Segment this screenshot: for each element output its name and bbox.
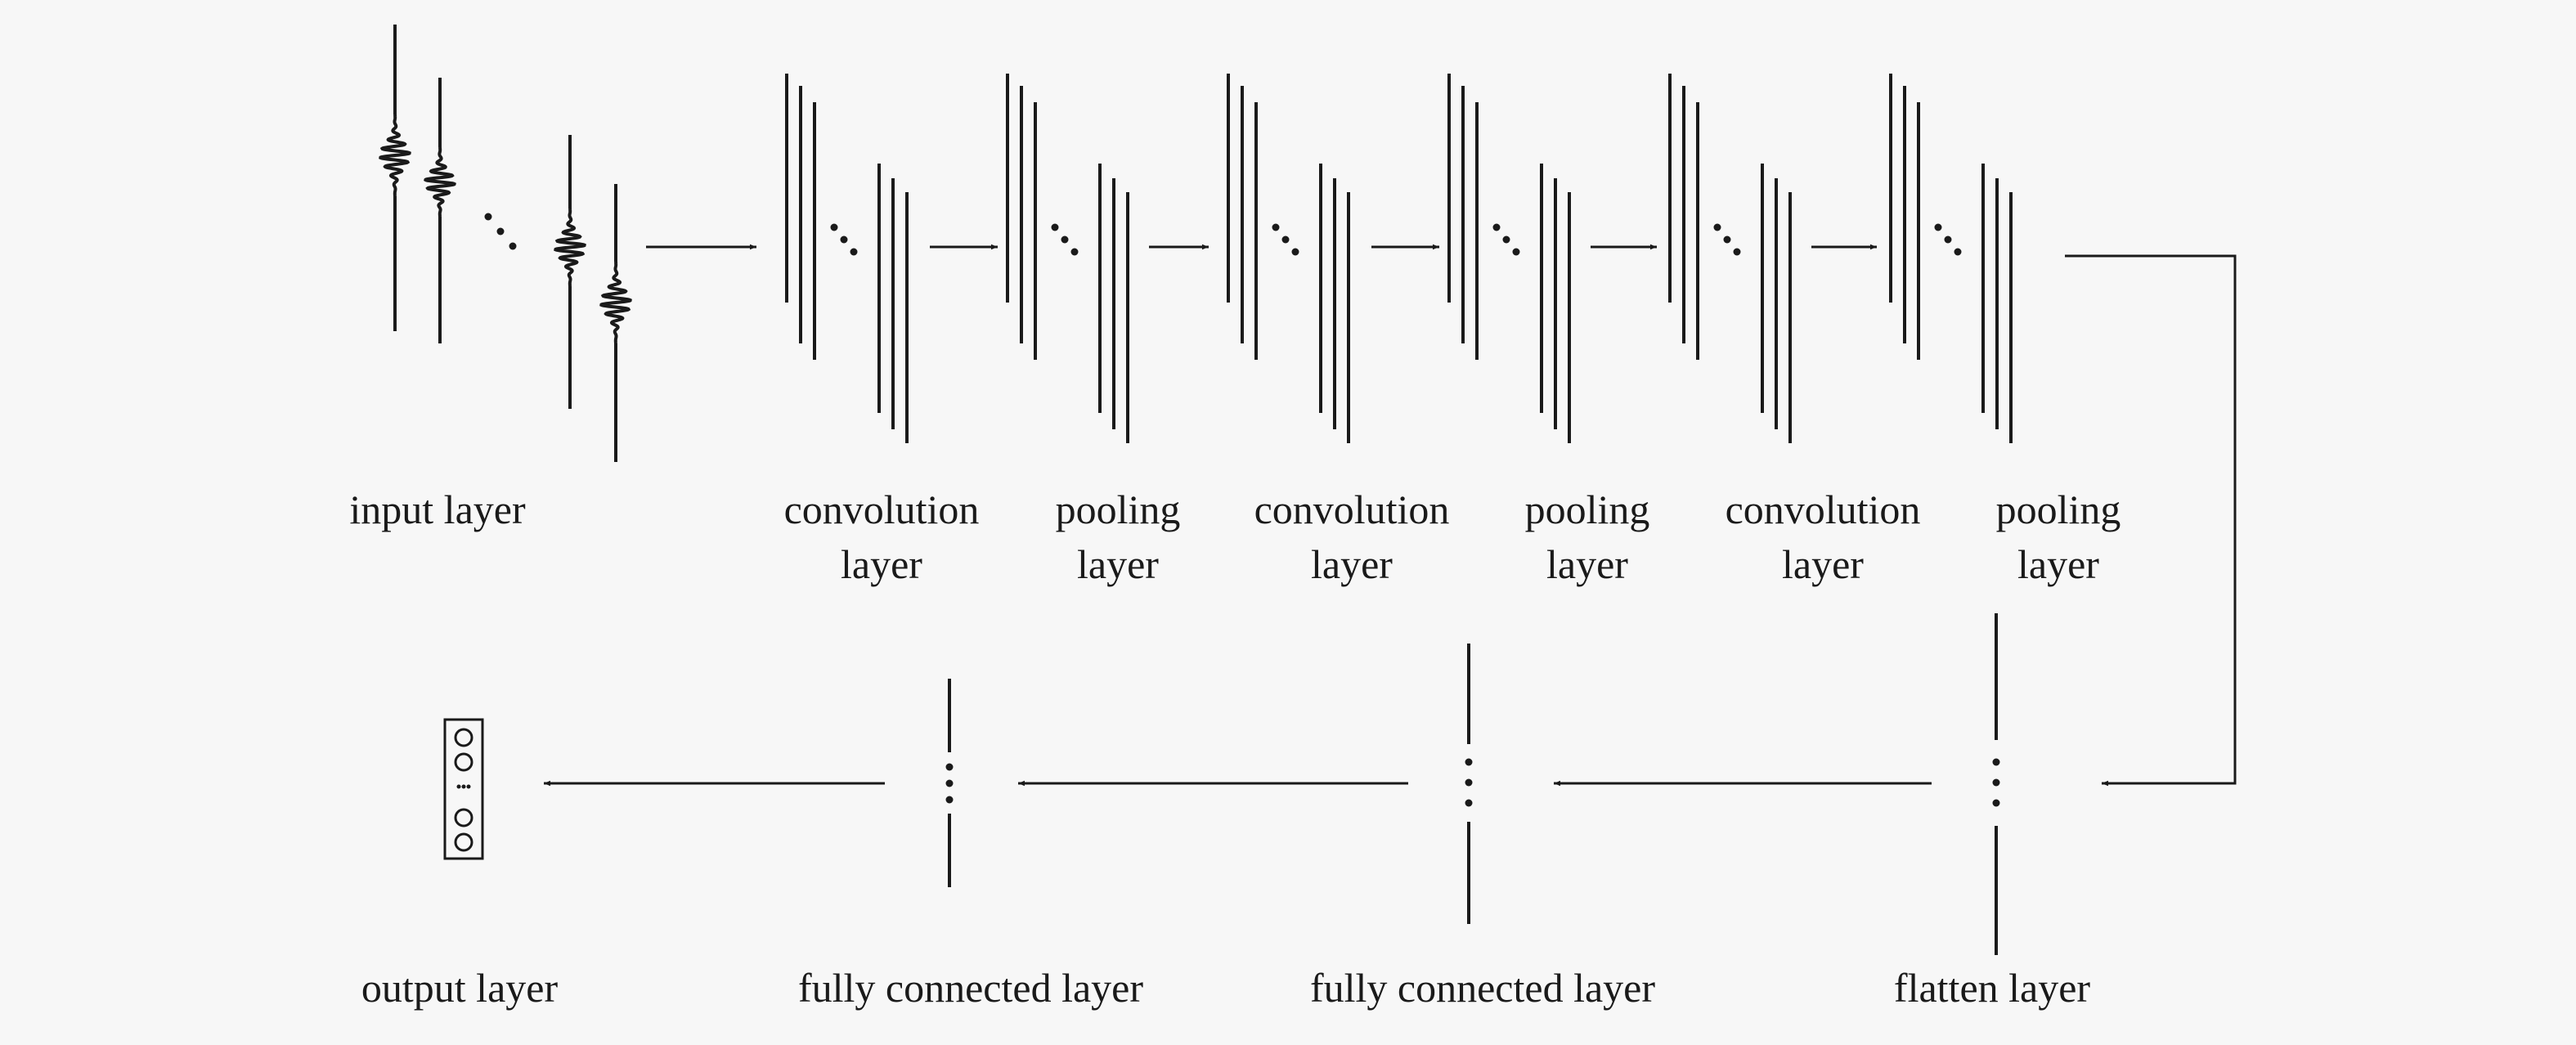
fc1-layer-vector: [1465, 644, 1473, 924]
feature-maps-pool2: [1447, 74, 1571, 443]
label-conv2-line1: convolution: [1254, 487, 1450, 532]
ellipsis-dot: [850, 248, 858, 256]
feature-maps-conv3: [1668, 74, 1792, 443]
ellipsis-dot: [1051, 223, 1059, 231]
input-signal-3: [554, 135, 586, 409]
label-fc2-layer: fully connected layer: [798, 965, 1143, 1011]
input-ellipsis: [484, 213, 517, 250]
ellipsis-dot: [1492, 223, 1501, 231]
input-signals: [379, 25, 632, 462]
ellipsis-dot: [1281, 235, 1290, 244]
ellipsis-dot: [1272, 223, 1280, 231]
label-conv1-line2: layer: [841, 541, 922, 587]
ellipsis-dot: [1934, 223, 1942, 231]
ellipsis-dot: [1733, 248, 1741, 256]
label-pool1-line2: layer: [1077, 541, 1159, 587]
feature-maps-pool3: [1889, 74, 2013, 443]
label-pool2-line1: pooling: [1525, 487, 1650, 532]
ellipsis-dot: [1944, 235, 1952, 244]
ellipsis-dot: [1713, 223, 1721, 231]
label-pool3-line1: pooling: [1996, 487, 2121, 532]
flatten-layer-vector: [1992, 613, 2000, 955]
label-fc1-layer: fully connected layer: [1310, 965, 1655, 1011]
label-conv1-line1: convolution: [784, 487, 980, 532]
ellipsis-dot: [1070, 248, 1079, 256]
fc2-layer-vector: [945, 679, 954, 887]
label-pool1-line1: pooling: [1056, 487, 1181, 532]
ellipsis-dot: [1291, 248, 1299, 256]
label-conv2-line2: layer: [1311, 541, 1393, 587]
label-conv3-line2: layer: [1782, 541, 1864, 587]
feature-maps-conv2: [1227, 74, 1350, 443]
ellipsis-dot: [1723, 235, 1731, 244]
feature-maps-pool1: [1006, 74, 1129, 443]
label-flatten-layer: flatten layer: [1894, 965, 2090, 1011]
ellipsis-dot: [1512, 248, 1520, 256]
output-layer-box: [443, 718, 484, 860]
label-output-layer: output layer: [361, 965, 559, 1011]
label-input-layer: input layer: [349, 487, 526, 532]
label-pool2-line2: layer: [1546, 541, 1628, 587]
label-conv3-line1: convolution: [1726, 487, 1921, 532]
input-signal-1: [379, 25, 411, 331]
feature-map-stacks: [785, 74, 2013, 443]
arrow-pool3-to-flatten: [2065, 254, 2237, 787]
ellipsis-dot: [1954, 248, 1962, 256]
ellipsis-dot: [1061, 235, 1069, 244]
input-signal-4: [599, 184, 632, 462]
input-signal-2: [424, 78, 456, 343]
ellipsis-dot: [830, 223, 838, 231]
label-pool3-line2: layer: [2017, 541, 2099, 587]
ellipsis-dot: [1502, 235, 1510, 244]
ellipsis-dot: [840, 235, 848, 244]
feature-maps-conv1: [785, 74, 909, 443]
